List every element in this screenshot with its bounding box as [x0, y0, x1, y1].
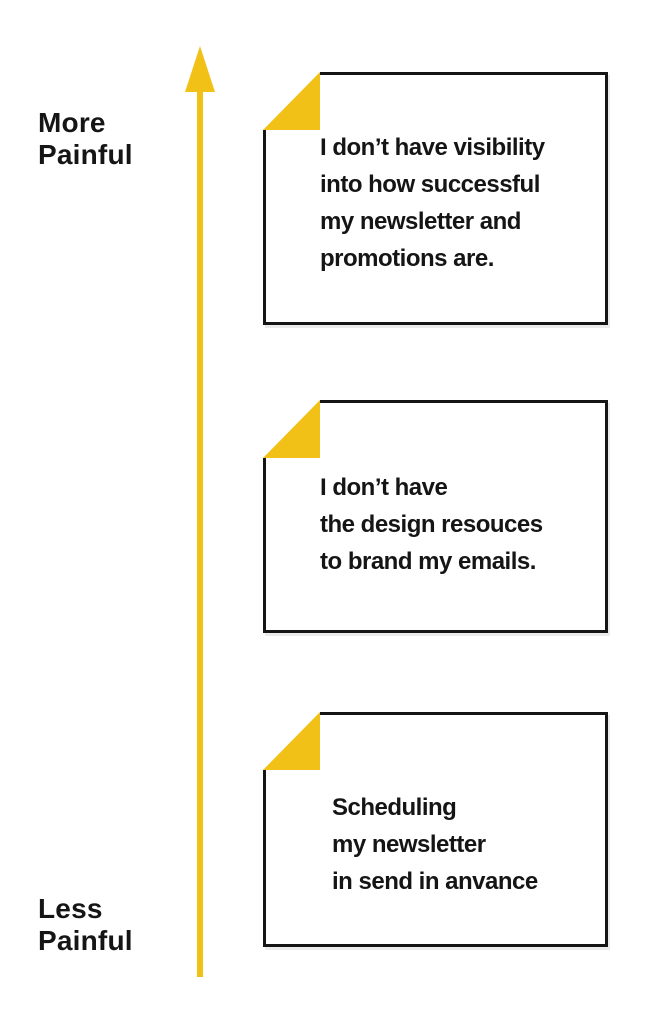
folded-corner-icon [263, 72, 320, 130]
card-text-line: my newsletter and [320, 208, 521, 235]
folded-corner-triangle [263, 72, 320, 130]
axis-label-line: More [38, 107, 106, 138]
axis-label-more-painful: More Painful [38, 107, 133, 172]
card-text-line: into how successful [320, 171, 540, 198]
axis-label-line: Painful [38, 925, 133, 957]
card-text: Scheduling my newsletter in send in anva… [332, 789, 595, 900]
sticky-note-card: Scheduling my newsletter in send in anva… [263, 712, 608, 947]
card-text-line: in send in anvance [332, 868, 538, 895]
card-text-line: the design resouces [320, 511, 543, 538]
axis-label-less-painful: Less Painful [38, 893, 133, 958]
card-text: I don’t have the design resouces to bran… [320, 469, 595, 580]
card-text-line: to brand my emails. [320, 548, 536, 575]
sticky-note-card: I don’t have the design resouces to bran… [263, 400, 608, 633]
card-text-line: promotions are. [320, 245, 494, 272]
card-text-line: Scheduling [332, 794, 457, 821]
folded-corner-icon [263, 400, 320, 458]
card-text-line: I don’t have visibility [320, 134, 545, 161]
sticky-note-card: I don’t have visibility into how success… [263, 72, 608, 325]
card-text: I don’t have visibility into how success… [320, 129, 595, 277]
pain-axis-line [197, 84, 203, 977]
folded-corner-triangle [263, 712, 320, 770]
folded-corner-triangle [263, 400, 320, 458]
card-text-line: my newsletter [332, 831, 486, 858]
axis-label-line: Painful [38, 139, 133, 171]
card-text-line: I don’t have [320, 474, 448, 501]
axis-label-line: Less [38, 893, 103, 924]
folded-corner-icon [263, 712, 320, 770]
